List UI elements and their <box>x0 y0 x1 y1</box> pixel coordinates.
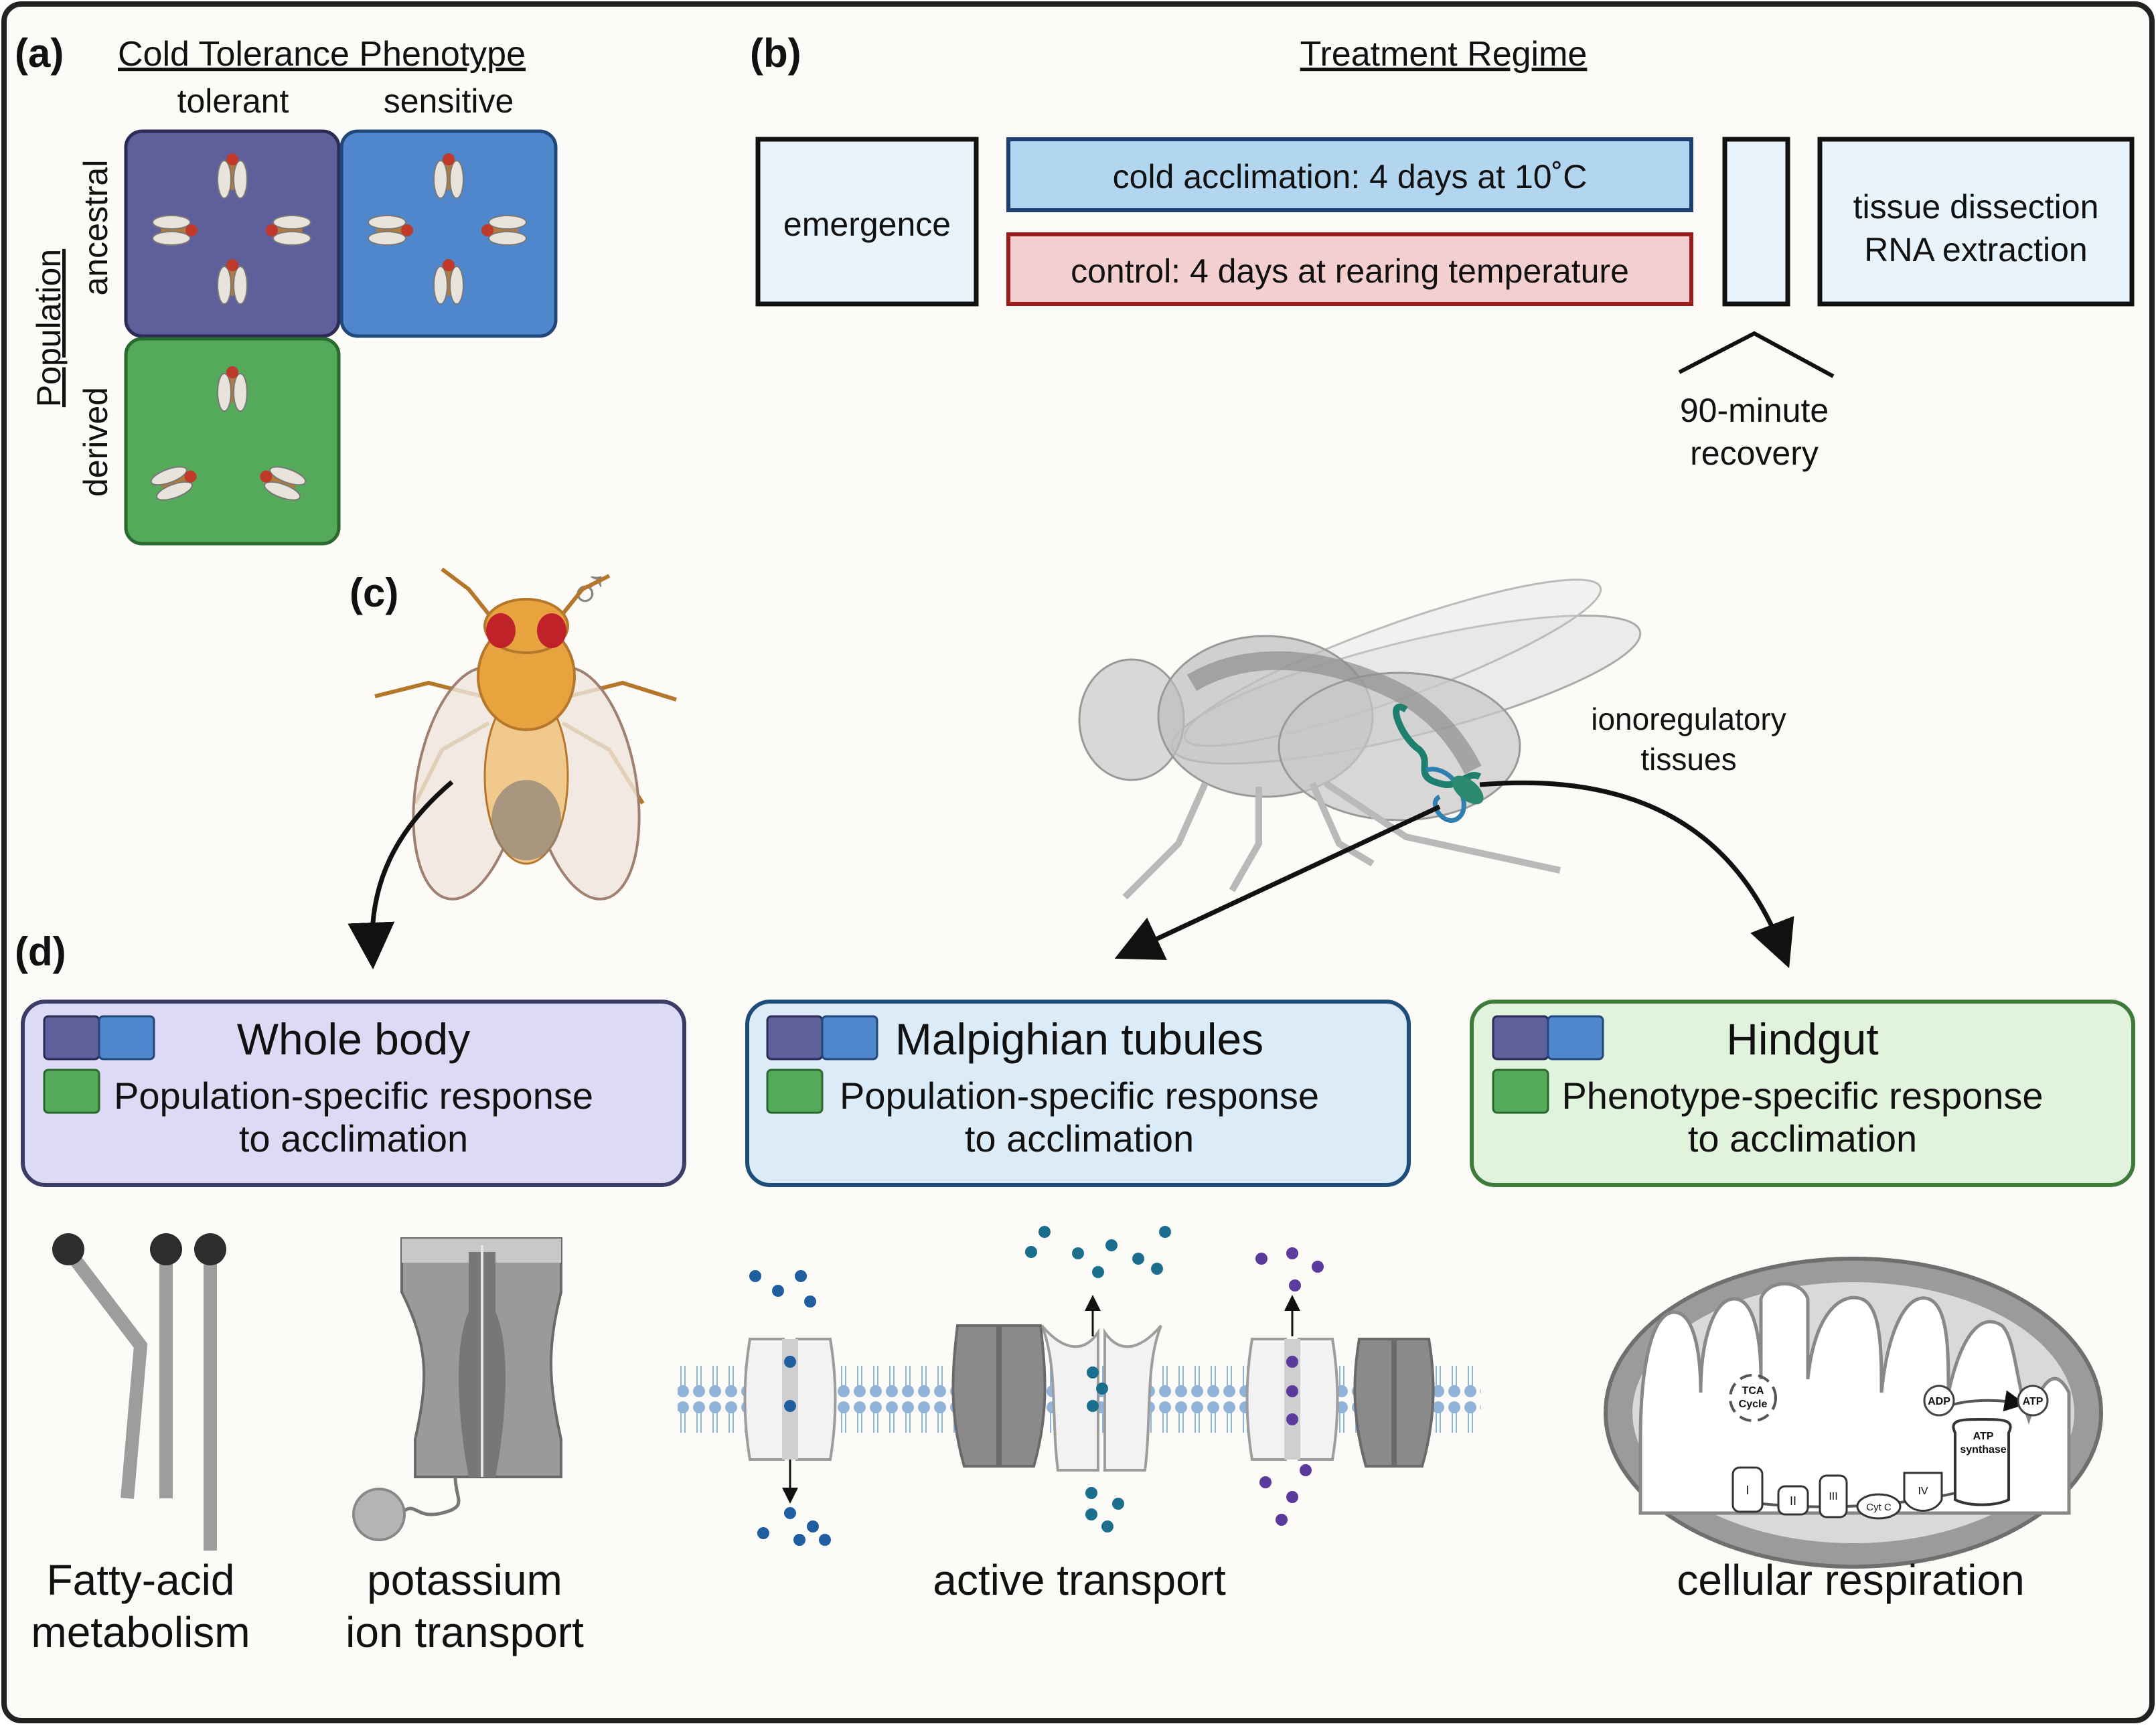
cold-acclimation-label: cold acclimation: 4 days at 10˚C <box>1113 158 1588 195</box>
complex-3-label: III <box>1829 1491 1837 1502</box>
atp-synthase-line1: ATP <box>1973 1431 1994 1442</box>
fatty-line1: Fatty-acid <box>47 1556 235 1604</box>
atp-synthase-line2: synthase <box>1960 1444 2006 1456</box>
emergence-box: emergence <box>755 137 979 307</box>
tca-line1: TCA <box>1742 1385 1764 1397</box>
mitochondrion-icon: TCA Cycle ADP ATP ATP synthase I II III … <box>1604 1257 2103 1569</box>
tissue-box: tissue dissection RNA extraction <box>1817 137 2135 307</box>
whole-body-title: Whole body <box>237 1014 471 1064</box>
whole-body-line2: to acclimation <box>239 1117 468 1160</box>
recovery-bracket <box>1678 331 1835 378</box>
whole-body-box: Whole body Population-specific response … <box>21 1000 686 1187</box>
cell-derived <box>124 337 341 546</box>
malpighian-title: Malpighian tubules <box>895 1014 1263 1064</box>
recovery-line2: recovery <box>1690 435 1819 472</box>
hindgut-box: Hindgut Phenotype-specific response to a… <box>1470 1000 2135 1187</box>
potassium-line2: ion transport <box>345 1608 584 1656</box>
adp-label: ADP <box>1928 1396 1950 1407</box>
male-symbol: ♂ <box>567 556 611 622</box>
population-axis-label: Population <box>30 249 68 407</box>
tissue-line1: tissue dissection <box>1853 188 2099 226</box>
arrow-hindgut <box>1479 780 1794 969</box>
treatment-title: Treatment Regime <box>1300 35 1588 74</box>
control-label: control: 4 days at rearing temperature <box>1071 252 1629 290</box>
malpighian-box: Malpighian tubules Population-specific r… <box>745 1000 1411 1187</box>
tissue-line2: RNA extraction <box>1864 231 2087 268</box>
col-sensitive: sensitive <box>384 82 514 120</box>
recovery-line1: 90-minute <box>1680 392 1829 429</box>
complex-2-label: II <box>1790 1494 1796 1508</box>
potassium-channel-icon <box>352 1237 562 1541</box>
fly-dorsal-icon <box>374 567 677 900</box>
panel-d-label: (d) <box>15 929 66 974</box>
panel-b-label: (b) <box>750 31 801 76</box>
lipid-icon <box>52 1233 226 1551</box>
fly-lateral-icon <box>1078 578 1642 900</box>
emergence-label: emergence <box>783 206 951 243</box>
cold-tolerance-title: Cold Tolerance Phenotype <box>118 35 526 74</box>
row-ancestral: ancestral <box>77 160 114 296</box>
complex-1-label: I <box>1746 1484 1749 1497</box>
malpighian-line1: Population-specific response <box>840 1075 1319 1117</box>
arrow-whole-body <box>348 780 454 969</box>
membrane-transport-icon <box>678 1226 1481 1546</box>
iono-line2: tissues <box>1640 742 1736 777</box>
panel-a-label: (a) <box>15 31 64 76</box>
hindgut-title: Hindgut <box>1726 1014 1879 1064</box>
cellular-respiration-label: cellular respiration <box>1677 1556 2024 1604</box>
cell-sensitive-ancestral <box>339 129 558 338</box>
cold-acclimation-box: cold acclimation: 4 days at 10˚C <box>1006 137 1693 212</box>
malpighian-line2: to acclimation <box>965 1117 1194 1160</box>
iono-line1: ionoregulatory <box>1591 702 1786 736</box>
col-tolerant: tolerant <box>177 82 289 120</box>
row-derived: derived <box>77 387 114 497</box>
panel-c-label: (c) <box>350 570 398 615</box>
potassium-line1: potassium <box>367 1556 562 1604</box>
fatty-line2: metabolism <box>31 1608 250 1656</box>
active-transport-label: active transport <box>933 1556 1226 1604</box>
cell-tolerant-ancestral <box>124 129 341 338</box>
tca-line2: Cycle <box>1739 1399 1768 1410</box>
cytc-label: Cyt C <box>1866 1502 1892 1513</box>
atp-label: ATP <box>2023 1396 2044 1407</box>
hindgut-line1: Phenotype-specific response <box>1561 1075 2043 1117</box>
whole-body-line1: Population-specific response <box>114 1075 593 1117</box>
recovery-box <box>1722 137 1790 307</box>
control-box: control: 4 days at rearing temperature <box>1006 232 1693 306</box>
hindgut-line2: to acclimation <box>1688 1117 1917 1160</box>
complex-4-label: IV <box>1918 1486 1928 1497</box>
arrow-malpighian <box>1114 804 1441 960</box>
